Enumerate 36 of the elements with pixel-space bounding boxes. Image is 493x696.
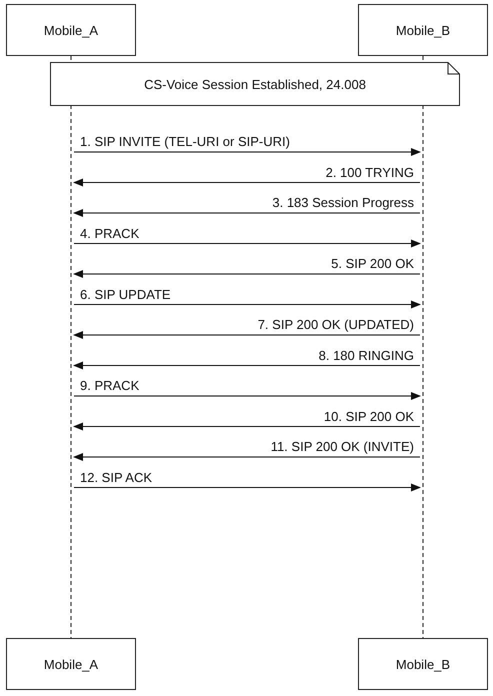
message-label: 7. SIP 200 OK (UPDATED)	[256, 317, 416, 332]
message-label: 9. PRACK	[78, 378, 142, 393]
participant-name: Mobile_A	[44, 22, 98, 38]
message-label: 12. SIP ACK	[78, 470, 154, 484]
message-arrow	[73, 453, 420, 461]
participant-box	[6, 4, 136, 56]
message-arrow	[74, 148, 421, 156]
message-arrow	[74, 392, 421, 400]
lifeline	[68, 56, 74, 638]
message-label: 4. PRACK	[78, 226, 142, 240]
message-arrow	[73, 422, 420, 430]
message-label: 5. SIP 200 OK	[329, 256, 416, 271]
message-label: 8. 180 RINGING	[316, 348, 416, 362]
message-arrow	[73, 362, 420, 370]
message-arrow	[74, 300, 421, 308]
lifeline	[420, 56, 426, 638]
note-text: CS-Voice Session Established, 24.008	[144, 76, 366, 92]
participant-box	[6, 638, 136, 690]
message-arrow	[73, 331, 420, 339]
participant-name: Mobile_B	[396, 656, 450, 672]
message-label: 2. 100 TRYING	[324, 164, 416, 180]
participant-name: Mobile_B	[396, 22, 450, 38]
note-box	[50, 62, 460, 106]
participant-box	[358, 4, 488, 56]
message-arrow	[73, 178, 420, 186]
message-label: 1. SIP INVITE (TEL-URI or SIP-URI)	[78, 134, 292, 149]
message-arrow	[74, 240, 421, 248]
message-label: 6. SIP UPDATE	[78, 286, 173, 302]
message-label: 11. SIP 200 OK (INVITE)	[268, 439, 416, 454]
participant-box	[358, 638, 488, 690]
message-label: 3. 183 Session Progress	[270, 195, 416, 210]
message-arrow	[73, 209, 420, 217]
message-label: 10. SIP 200 OK	[322, 408, 416, 424]
message-arrow	[74, 484, 421, 492]
participant-name: Mobile_A	[44, 656, 98, 672]
message-arrow	[73, 270, 420, 278]
